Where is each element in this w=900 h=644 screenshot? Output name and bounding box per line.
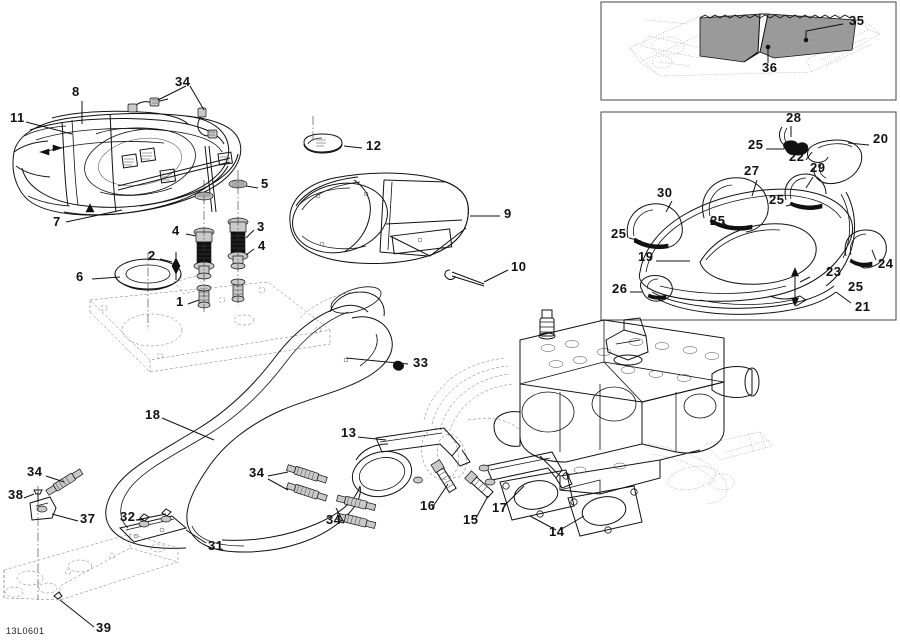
- callout-25-c: 25: [710, 213, 726, 228]
- callout-34-top: 34: [175, 74, 191, 89]
- inset-tunnel-heat-shield: [600, 1, 897, 101]
- callout-15: 15: [463, 512, 479, 527]
- leader-lines: [23, 85, 585, 628]
- callout-34-mid: 34: [249, 465, 265, 480]
- rubber-pad-12: [303, 116, 343, 154]
- callout-23: 23: [826, 264, 842, 279]
- gasket-b: [567, 485, 643, 537]
- pad-29: [784, 173, 827, 210]
- callout-12: 12: [366, 138, 382, 153]
- callout-26: 26: [612, 281, 628, 296]
- callout-25-a: 25: [748, 137, 764, 152]
- callout-13: 13: [341, 425, 357, 440]
- mount-hardware: [114, 170, 249, 330]
- callout-9: 9: [504, 206, 512, 221]
- callout-4-lower: 4: [258, 238, 266, 253]
- muffler-9: [289, 172, 485, 287]
- engine-base-plate: [89, 275, 331, 373]
- callout-39: 39: [96, 620, 112, 635]
- callout-36: 36: [762, 60, 778, 75]
- callout-35: 35: [849, 13, 865, 28]
- thermostat-fitting: [605, 317, 649, 366]
- callout-1: 1: [176, 294, 184, 309]
- exhaust-brackets: [351, 427, 643, 537]
- callout-34-right: 34: [326, 512, 342, 527]
- callout-25-b: 25: [769, 192, 785, 207]
- springs-top: [127, 97, 218, 139]
- spark-plug: [538, 309, 556, 340]
- callout-37: 37: [80, 511, 96, 526]
- callout-5: 5: [261, 176, 269, 191]
- callout-28: 28: [786, 110, 802, 125]
- sheet-code: 13L0601: [6, 626, 45, 636]
- callout-22: 22: [789, 149, 805, 164]
- callout-38: 38: [8, 487, 24, 502]
- callout-16: 16: [420, 498, 436, 513]
- callout-4-upper: 4: [172, 223, 180, 238]
- inset-muffler-insulation: [600, 111, 897, 321]
- gasket-a: [499, 469, 575, 521]
- callout-10: 10: [511, 259, 527, 274]
- callout-19: 19: [638, 249, 654, 264]
- callout-21: 21: [855, 299, 871, 314]
- callout-20: 20: [873, 131, 889, 146]
- callout-25-d: 25: [611, 226, 627, 241]
- callout-2: 2: [148, 248, 156, 263]
- callout-29: 29: [810, 160, 826, 175]
- cap-26: [639, 275, 673, 302]
- callout-14: 14: [549, 524, 565, 539]
- bracket-37: [29, 486, 57, 600]
- pad-30: [626, 203, 683, 250]
- callout-25-e: 25: [848, 279, 864, 294]
- callout-8: 8: [72, 84, 80, 99]
- callout-11: 11: [10, 110, 25, 125]
- springs-lower: [45, 464, 377, 529]
- callout-34-left: 34: [27, 464, 43, 479]
- callout-31: 31: [208, 538, 224, 553]
- callout-27: 27: [744, 163, 760, 178]
- tuned-pipe-18: [105, 286, 409, 553]
- callout-3: 3: [257, 219, 265, 234]
- engine-block: [421, 309, 773, 505]
- callout-24: 24: [878, 256, 894, 271]
- callout-32: 32: [120, 509, 136, 524]
- callout-6: 6: [76, 269, 84, 284]
- callout-30: 30: [657, 185, 673, 200]
- callout-18: 18: [145, 407, 161, 422]
- pad-27: [702, 177, 769, 233]
- pad-24: [844, 229, 887, 269]
- callout-33: 33: [413, 355, 429, 370]
- callout-7: 7: [53, 214, 61, 229]
- callout-17: 17: [492, 500, 508, 515]
